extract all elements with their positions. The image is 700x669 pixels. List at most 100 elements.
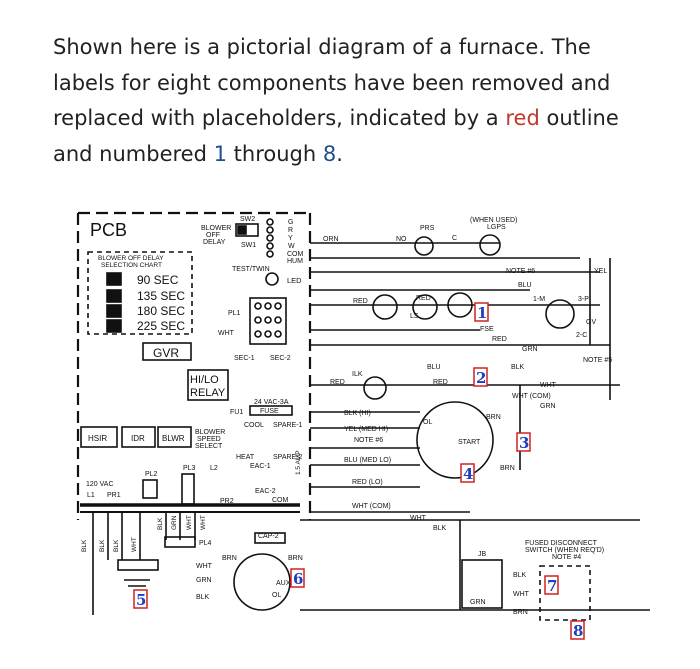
placeholder-numbers: 1 2 3 4 5 6 7 8 <box>136 304 583 640</box>
hi-lo-label-2: RELAY <box>190 387 226 399</box>
motor-blk: BLK <box>196 594 210 601</box>
fused-label-2: SWITCH (WHEN REQ'D) <box>525 547 604 554</box>
three-p-label: 3-P <box>578 296 589 303</box>
terminal-g: G <box>288 219 293 226</box>
brn-label-1: BRN <box>486 414 501 421</box>
intro-text-3: through <box>226 141 323 166</box>
two-c-label: 2-C <box>576 332 587 339</box>
spare2-label: SPARE-2 <box>273 454 303 461</box>
grn-label-gv: GRN <box>522 346 538 353</box>
placeholder-6-box <box>290 568 305 588</box>
placeholders <box>133 302 585 640</box>
gvr-box <box>142 342 192 361</box>
blk-hi-label: BLK (HI) <box>344 410 371 417</box>
placeholder-3: 3 <box>519 434 529 452</box>
blk-label-bottom: BLK <box>433 525 447 532</box>
terminal-y: Y <box>288 235 293 242</box>
eac2-label: EAC-2 <box>255 488 276 495</box>
delay-225: 225 SEC <box>137 319 185 333</box>
pl1-connector <box>249 297 287 345</box>
led-label: LED <box>287 276 302 285</box>
wht-com-right: WHT (COM) <box>512 393 551 400</box>
pcb-label: PCB <box>90 220 127 240</box>
blower-off-delay-1: BLOWER <box>201 225 231 232</box>
cap2-label: CAP-2 <box>258 533 279 540</box>
intro-text-4: . <box>336 141 343 166</box>
wht-label-right: WHT <box>540 382 557 389</box>
inducer-motor <box>416 401 494 479</box>
blk-label-jb: BLK <box>513 572 527 579</box>
pl3-label: PL3 <box>183 465 196 472</box>
led-icon <box>265 272 279 286</box>
wire-wht-1: WHT <box>131 537 138 552</box>
selection-chart-title-1: BLOWER OFF DELAY <box>98 255 164 262</box>
sw2-label: SW2 <box>240 216 255 223</box>
pl1-wht: WHT <box>218 330 235 337</box>
motor-aux: AUX <box>276 580 291 587</box>
no-label: NO <box>396 236 407 243</box>
selection-chart-title-2: SELECTION CHART <box>101 262 162 269</box>
jb-label: JB <box>478 551 487 558</box>
placeholder-6: 6 <box>293 570 303 588</box>
red-label-2: RED <box>416 295 431 302</box>
ls-switch <box>372 294 398 320</box>
fse-switch <box>447 292 473 318</box>
one-m-label: 1-M <box>533 296 545 303</box>
intro-num-last: 8 <box>322 141 337 166</box>
lgps-label: LGPS <box>487 224 506 231</box>
gas-valve <box>545 299 575 329</box>
prs-label: PRS <box>420 225 435 232</box>
intro-paragraph: Shown here is a pictorial diagram of a f… <box>53 30 653 172</box>
blower-off-delay-2: OFF <box>206 232 220 239</box>
blower-speed-3: SELECT <box>195 443 223 450</box>
hi-lo-relay-box <box>187 369 229 401</box>
motor-wht: WHT <box>196 563 213 570</box>
placeholder-1: 1 <box>477 304 487 322</box>
selection-chart-box <box>87 251 193 335</box>
intro-text-1: Shown here is a pictorial diagram of a f… <box>53 35 611 130</box>
grn-label-right: GRN <box>540 403 556 410</box>
blwr-box <box>157 426 192 448</box>
red-lo-label: RED (LO) <box>352 479 383 486</box>
placeholder-4-box <box>460 463 475 483</box>
blower-speed-1: BLOWER <box>195 429 225 436</box>
ilk-switch <box>363 376 387 400</box>
wire-blk-3: BLK <box>113 539 120 552</box>
blower-speed-2: SPEED <box>197 436 221 443</box>
wht-label-bottom: WHT <box>410 515 427 522</box>
delay-180: 180 SEC <box>137 304 185 318</box>
hsir-label: HSIR <box>88 434 107 443</box>
sw2-switch <box>235 223 259 237</box>
lgps-switch <box>479 234 501 256</box>
gv-label: GV <box>586 319 596 326</box>
blu-label-top: BLU <box>518 282 532 289</box>
vac24-label: 24 VAC-3A <box>254 399 289 406</box>
terminal-com: COM <box>287 251 304 258</box>
wire-blk-1: BLK <box>81 539 88 552</box>
ol-label: OL <box>423 419 432 426</box>
brn-label-jb: BRN <box>513 609 528 616</box>
pl2-label: PL2 <box>145 471 158 478</box>
wire-wht-2: WHT <box>186 515 193 530</box>
motor-grn: GRN <box>196 577 212 584</box>
red-label-ilk: RED <box>330 379 345 386</box>
blwr-label: BLWR <box>162 434 185 443</box>
idr-label: IDR <box>131 434 145 443</box>
heat-label: HEAT <box>236 454 255 461</box>
hsir-box <box>80 426 118 448</box>
com-label-lower: COM <box>272 497 289 504</box>
fu1-label: FU1 <box>230 409 243 416</box>
brn-label-2: BRN <box>500 465 515 472</box>
yel-med-hi-label: YEL (MED HI) <box>344 426 388 433</box>
hi-lo-label-1: HI/LO <box>190 374 219 386</box>
wht-com-label: WHT (COM) <box>352 503 391 510</box>
fused-label-1: FUSED DISCONNECT <box>525 540 598 547</box>
placeholder-2-box <box>473 367 488 387</box>
orn-label: ORN <box>323 236 339 243</box>
start-label: START <box>458 439 481 446</box>
pr1-label: PR1 <box>107 492 121 499</box>
delay-90: 90 SEC <box>137 273 179 287</box>
amp-label: 1.5 AMP <box>295 450 302 475</box>
yel-label: YEL <box>594 268 607 275</box>
